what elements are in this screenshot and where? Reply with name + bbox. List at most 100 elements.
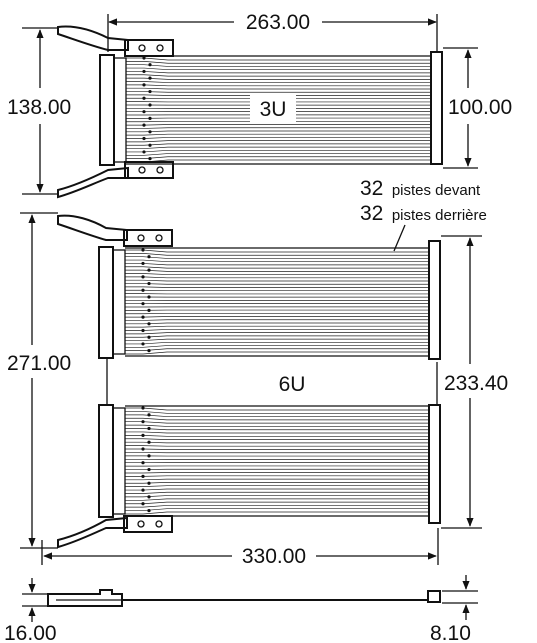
- pcb-track: [125, 263, 429, 266]
- via-pad: [147, 335, 151, 339]
- pcb-track: [125, 351, 429, 355]
- pcb-track: [126, 74, 431, 77]
- pcb-track: [125, 269, 429, 272]
- pcb-track: [125, 482, 429, 484]
- card-3u-left-connector-inner: [113, 57, 127, 163]
- label-box-3u: [250, 94, 296, 122]
- card-6u-top-ejector-lever: [57, 214, 128, 241]
- via-pad: [141, 302, 145, 306]
- via-pad: [147, 481, 151, 485]
- side-view-lever: [47, 589, 123, 607]
- dim-height-6u-left: 271.00: [7, 352, 71, 375]
- pcb-track: [125, 511, 429, 515]
- via-pad: [141, 406, 145, 410]
- pcb-track: [125, 322, 429, 325]
- pcb-track: [126, 140, 431, 143]
- via-pad: [147, 413, 151, 417]
- via-pad: [148, 143, 152, 147]
- via-pad: [148, 63, 152, 67]
- pcb-track: [125, 338, 429, 341]
- dimensions-3u: 263.00 138.00 100.00: [7, 11, 512, 195]
- dim-width-3u: 263.00: [246, 11, 310, 34]
- pcb-track: [125, 253, 429, 256]
- via-pad: [147, 322, 151, 326]
- pcb-track: [125, 348, 429, 351]
- card-3u-bottom-ejector-lever: [57, 166, 129, 199]
- tracks-rear-text: pistes derrière: [392, 207, 487, 224]
- card-3u-top-plate: [124, 39, 174, 57]
- via-pad: [147, 295, 151, 299]
- dimensions-6u: 271.00 233.40 330.00: [7, 212, 508, 568]
- tracks-rear-label: 32 pistes derrière: [360, 202, 487, 225]
- card-3u-left-connector: [99, 54, 115, 166]
- screw-icon: [155, 234, 163, 242]
- tracks-front-label: 32 pistes devant: [360, 177, 481, 200]
- pcb-track: [125, 445, 429, 447]
- via-pad: [141, 502, 145, 506]
- via-pad: [148, 157, 152, 161]
- dim-side-right: 8.10: [430, 622, 471, 643]
- pcb-track: [125, 424, 429, 427]
- pcb-track: [125, 319, 429, 321]
- pcb-track: [126, 146, 431, 149]
- pcb-track: [126, 87, 431, 90]
- pcb-track: [125, 266, 429, 269]
- via-pad: [142, 123, 146, 127]
- pcb-track: [126, 81, 431, 83]
- pcb-track: [125, 441, 429, 444]
- pcb-track: [126, 64, 431, 67]
- pcb-track: [125, 335, 429, 338]
- via-pad: [142, 136, 146, 141]
- via-pad: [148, 89, 152, 94]
- dim-width-6u: 330.00: [242, 545, 306, 568]
- card-6u: 6U: [57, 214, 441, 549]
- pcb-track: [126, 57, 431, 61]
- pcb-track: [126, 124, 431, 126]
- module-label-6u: 6U: [279, 373, 306, 396]
- pcb-track: [125, 259, 429, 263]
- via-pad: [141, 474, 145, 478]
- dim-height-3u-right: 100.00: [448, 96, 512, 119]
- pcb-track: [126, 149, 431, 153]
- pcb-track: [125, 276, 429, 279]
- via-pad: [147, 255, 151, 259]
- pcb-track: [125, 435, 429, 437]
- via-pad: [147, 467, 151, 472]
- via-pad: [141, 488, 145, 492]
- via-pad: [141, 433, 145, 437]
- pcb-track: [126, 143, 431, 146]
- pcb-track: [125, 508, 429, 511]
- via-pad: [148, 76, 152, 80]
- pcb-track: [125, 279, 429, 282]
- pcb-track: [125, 273, 429, 275]
- pcb-track: [125, 475, 429, 477]
- card-6u-bottom-ejector-lever: [57, 516, 128, 549]
- via-pad: [142, 56, 146, 60]
- tracks-rear-count: 32: [360, 202, 383, 225]
- pcb-track: [126, 91, 431, 93]
- card-6u-top-plate: [123, 229, 173, 247]
- dim-side-left: 16.00: [4, 622, 57, 643]
- pcb-track: [126, 67, 431, 71]
- tracks-front-count: 32: [360, 177, 383, 200]
- pcb-track: [126, 77, 431, 80]
- pcb-track: [125, 485, 429, 487]
- card-6u-lower-left-connector-inner: [112, 407, 126, 515]
- module-label-3u: 3U: [260, 98, 287, 121]
- pcb-track: [125, 283, 429, 285]
- pcb-track: [126, 71, 431, 74]
- via-pad: [147, 281, 151, 286]
- pcb-track: [125, 417, 429, 421]
- via-pad: [142, 69, 146, 74]
- tracks-front-text: pistes devant: [392, 182, 481, 199]
- via-pad: [141, 315, 145, 319]
- screw-icon: [137, 520, 145, 528]
- via-pad: [147, 508, 151, 513]
- card-6u-upper-left-connector: [98, 246, 114, 359]
- via-pad: [147, 426, 151, 431]
- pcb-track: [125, 428, 429, 431]
- pcb-track: [125, 501, 429, 505]
- via-pad: [148, 130, 152, 134]
- via-pad: [141, 248, 145, 252]
